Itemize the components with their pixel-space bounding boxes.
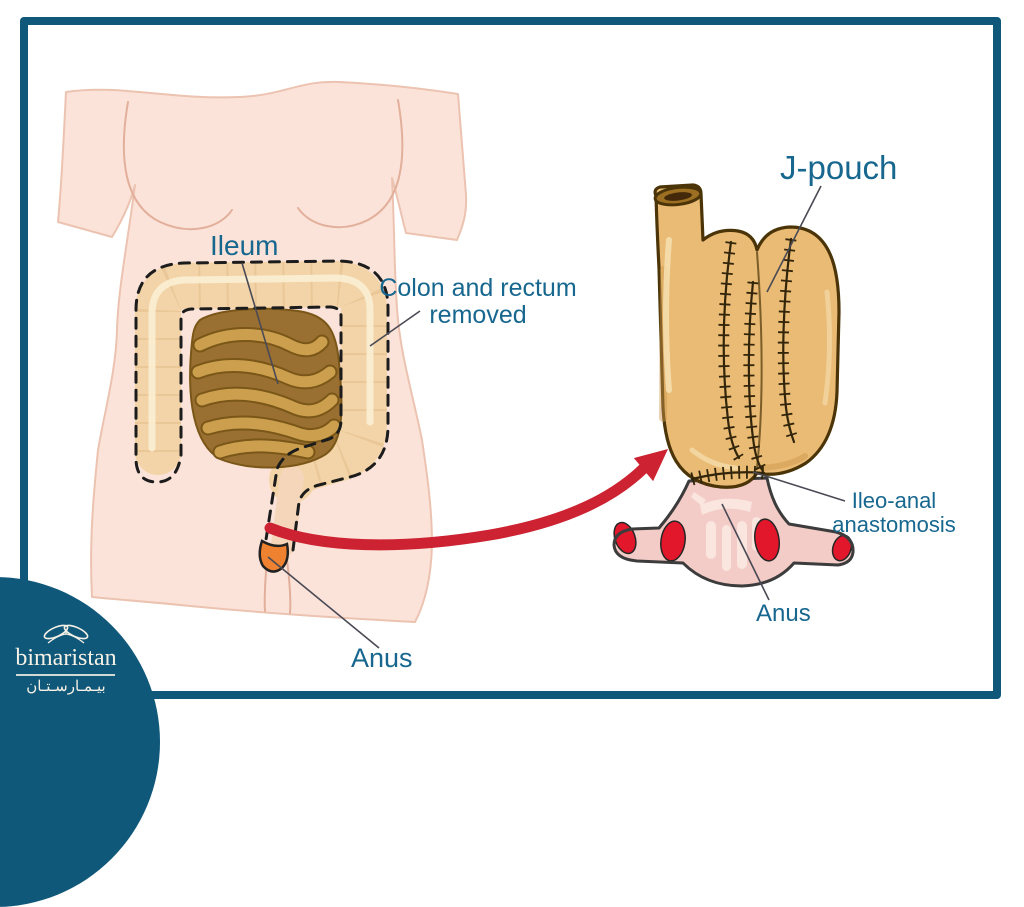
sphincter-muscles <box>613 518 853 562</box>
label-ileoanal-line2: anastomosis <box>832 511 956 537</box>
abdominal-organs <box>134 259 390 573</box>
pouch-lobe-crease <box>756 251 763 469</box>
j-pouch-figure <box>653 183 841 489</box>
pouch-highlight-bottom <box>689 447 739 471</box>
suture-lines <box>718 237 800 475</box>
label-anus-right: Anus <box>756 600 811 627</box>
pouch-shading-bottom <box>759 453 808 471</box>
pouch-highlight-right <box>822 289 832 406</box>
ileum-inlet-opening <box>653 185 703 207</box>
medical-illustration <box>57 80 855 649</box>
leader-line-anus-left <box>267 556 380 649</box>
pouch-highlight-left <box>663 237 672 393</box>
label-ileoanal-line1: Ileo-anal <box>851 488 937 513</box>
leader-lines <box>241 185 846 649</box>
brand-name: bimaristan <box>15 645 117 671</box>
leader-line-anus-right <box>721 503 770 601</box>
left-breast-line <box>122 101 233 231</box>
removal-dashed-outline <box>134 259 390 552</box>
large-intestine <box>135 261 387 503</box>
anal-canal-outline <box>612 476 855 588</box>
label-colon-rectum-removed-line1: Colon and rectum <box>379 274 577 302</box>
label-colon-rectum-removed-line2: removed <box>429 301 527 329</box>
label-ileum: Ileum <box>210 230 279 261</box>
border-frame <box>20 17 1001 699</box>
small-intestine-coils <box>190 327 342 460</box>
sphincter-muscle-right <box>754 518 780 562</box>
anal-canal-figure <box>612 476 855 588</box>
leader-line-ileoanal <box>752 471 846 502</box>
brand-divider <box>16 674 115 676</box>
label-ileoanal-anastomosis: Ileo-anal anastomosis <box>774 489 1014 537</box>
label-colon-rectum-removed: Colon and rectum removed <box>368 275 588 329</box>
transfer-arrow <box>264 449 668 551</box>
label-jpouch: J-pouch <box>780 149 898 186</box>
sphincter-muscle-left <box>660 520 686 562</box>
leader-line-jpouch <box>766 185 822 293</box>
label-anus-left: Anus <box>351 643 413 673</box>
right-breast-line <box>297 99 404 229</box>
crossed-leaves-icon <box>43 624 89 644</box>
leader-line-colon-removed <box>369 310 421 347</box>
colon-highlight <box>148 274 374 452</box>
leader-line-ileum <box>241 262 279 385</box>
brand-name-arabic: بيـمـارسـتـان <box>26 678 106 695</box>
